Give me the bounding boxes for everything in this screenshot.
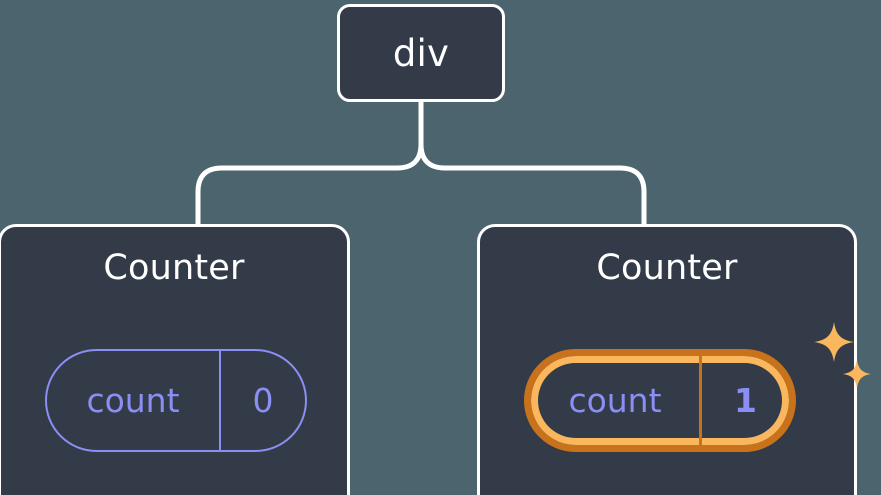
connector-to-left-counter bbox=[195, 98, 424, 229]
sparkles-group bbox=[814, 322, 871, 388]
state-pill-count-1-highlighted[interactable]: count 1 bbox=[524, 349, 796, 452]
state-key-label: count bbox=[568, 381, 662, 420]
sparkle-large-icon bbox=[814, 322, 854, 362]
node-counter-right[interactable]: Counter count 1 bbox=[477, 224, 871, 495]
counter-right-title: Counter bbox=[596, 248, 738, 288]
state-pill-key-cell: count bbox=[47, 351, 219, 450]
node-div-label: div bbox=[392, 31, 450, 75]
counter-left-title: Counter bbox=[103, 248, 245, 288]
node-div[interactable]: div bbox=[337, 4, 505, 102]
state-value-label: 0 bbox=[252, 381, 274, 420]
state-pill-value-cell: 0 bbox=[219, 351, 305, 450]
counter-left-state-wrap: count 0 bbox=[45, 349, 307, 452]
connector-to-right-counter bbox=[418, 98, 647, 229]
state-pill-key-cell: count bbox=[531, 356, 699, 445]
node-counter-left[interactable]: Counter count 0 bbox=[0, 224, 350, 495]
state-key-label: count bbox=[86, 381, 180, 420]
state-value-label: 1 bbox=[734, 381, 757, 420]
state-pill-value-cell: 1 bbox=[699, 356, 789, 445]
sparkle-small-icon bbox=[843, 360, 871, 388]
counter-right-state-wrap: count 1 bbox=[524, 349, 796, 452]
state-pill-count-0[interactable]: count 0 bbox=[45, 349, 307, 452]
